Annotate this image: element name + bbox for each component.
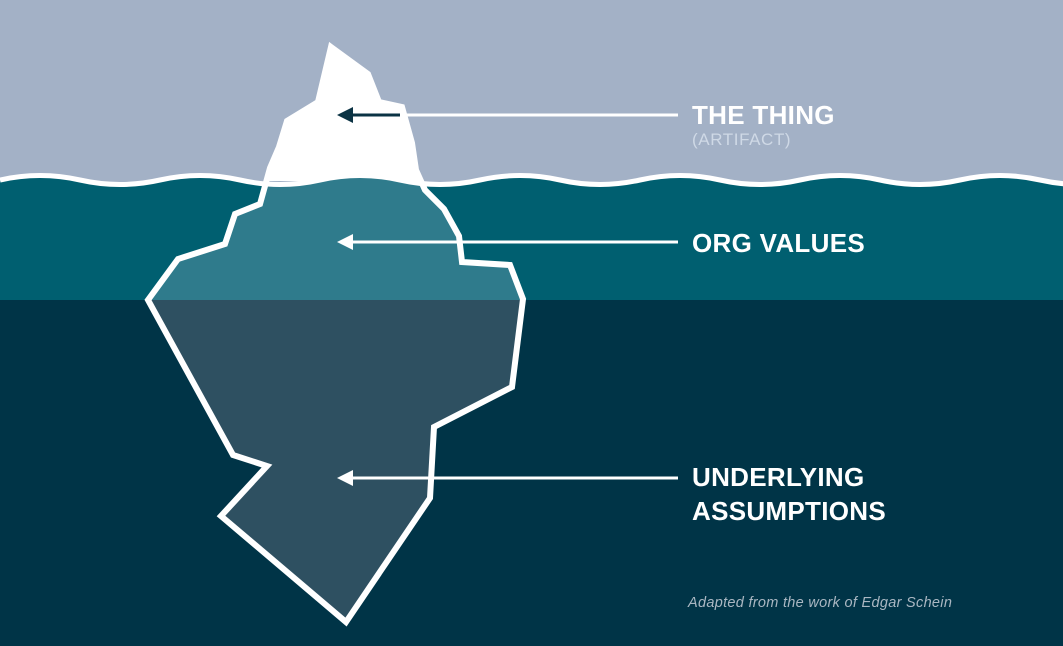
underlying-assumptions-label: UNDERLYING ASSUMPTIONS <box>692 462 886 526</box>
artifact-subtitle: (ARTIFACT) <box>692 130 792 149</box>
arrow-left-icon <box>337 470 678 486</box>
arrow-left-icon <box>337 234 678 250</box>
waterline <box>0 173 1063 187</box>
artifact-title: THE THING <box>692 100 835 130</box>
attribution-credit: Adapted from the work of Edgar Schein <box>688 595 953 611</box>
iceberg-outline <box>144 41 527 627</box>
org-values-label: ORG VALUES <box>692 228 865 258</box>
arrow-left-icon <box>337 107 678 123</box>
artifact-label: THE THING (ARTIFACT) <box>692 100 835 150</box>
iceberg-upper-water <box>148 175 523 300</box>
